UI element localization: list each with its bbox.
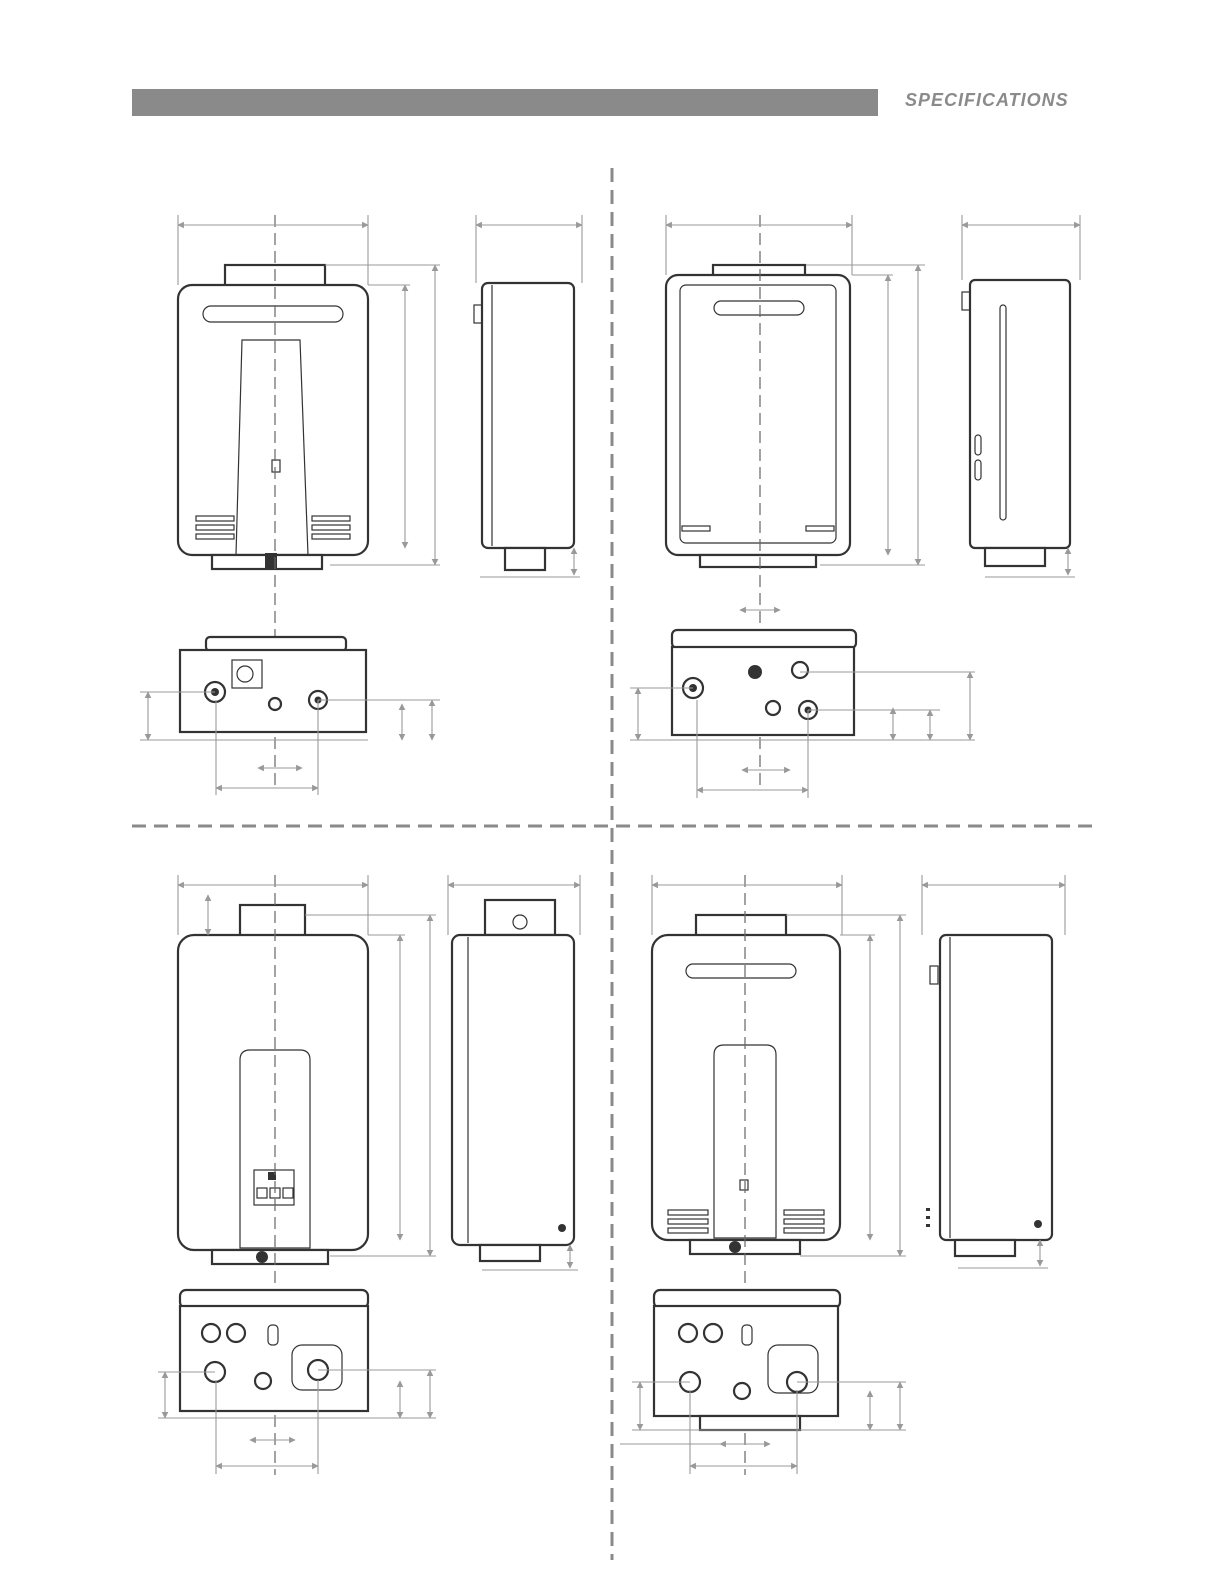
quadrant-bottom-left: [158, 875, 580, 1475]
bottom-view-bottom-left: [158, 1290, 436, 1474]
bottom-view-top-right: [630, 610, 975, 798]
quadrant-bottom-right: [620, 875, 1065, 1475]
side-view-bottom-right: [922, 875, 1065, 1268]
side-view-top-left: [474, 215, 582, 577]
side-view-bottom-left: [448, 875, 580, 1270]
bottom-view-top-left: [140, 637, 440, 795]
quadrant-top-right: [630, 215, 1080, 798]
bottom-view-bottom-right: [620, 1290, 906, 1474]
side-view-top-right: [962, 215, 1080, 577]
quadrant-top-left: [140, 215, 582, 795]
